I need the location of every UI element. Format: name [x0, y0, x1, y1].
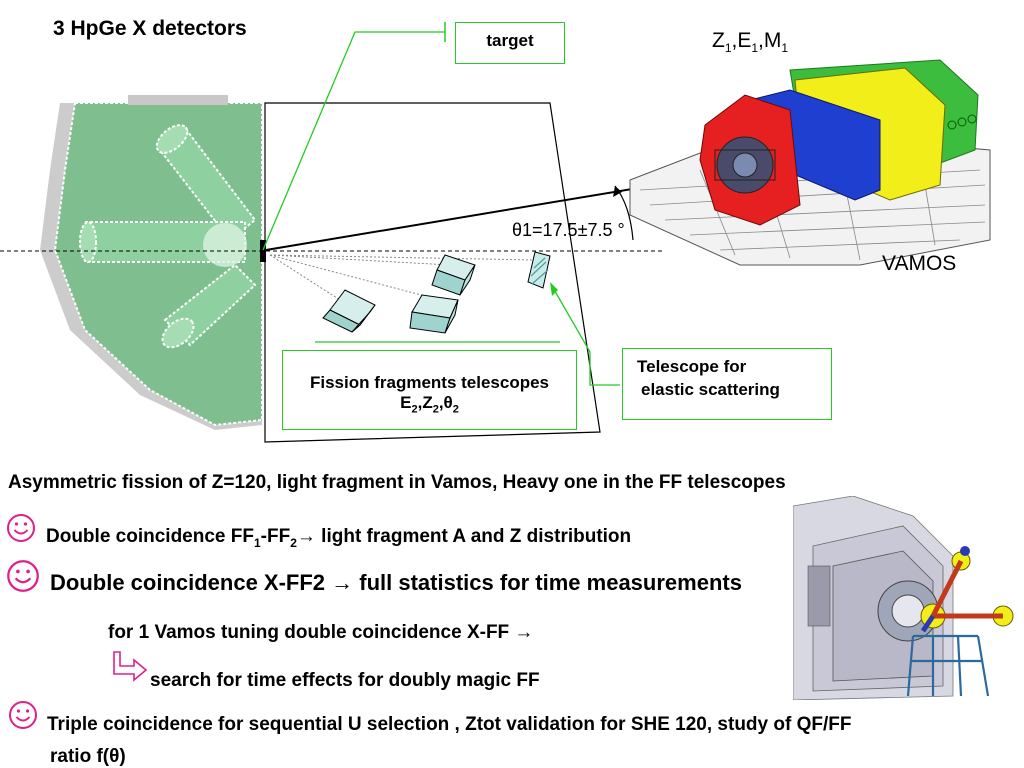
setup-3d-render [793, 496, 1021, 700]
ff-telescope-1 [322, 289, 376, 333]
item2-sub-text: for 1 Vamos tuning double coincidence X-… [108, 622, 534, 643]
ff-telescope-2 [409, 294, 459, 334]
hpge-detector-array [40, 95, 263, 430]
ff-telescopes-box: Fission fragments telescopes E2,Z2,θ2 [282, 350, 577, 430]
vamos-trajectory [265, 185, 651, 251]
intro-text: Asymmetric fission of Z=120, light fragm… [8, 472, 786, 493]
target-label: target [486, 31, 534, 50]
hpge-tube-bottom [161, 263, 257, 349]
ff-telescope-3 [431, 254, 476, 296]
smiley-icon [7, 560, 39, 592]
item1-text: Double coincidence FF1-FF2→ light fragme… [46, 526, 632, 550]
vamos-spectrometer [629, 59, 991, 266]
vamos-label: VAMOS [882, 252, 957, 275]
hpge-tube-top [155, 124, 257, 242]
elastic-telescope [527, 251, 551, 289]
fragment-trajectories [269, 254, 536, 301]
item2-sub2-text: search for time effects for doubly magic… [150, 670, 540, 691]
z1-e1-m1-label: Z1,E1,M1 [712, 29, 789, 56]
item2-text: Double coincidence X-FF2 → full statisti… [50, 570, 742, 595]
smiley-icon [7, 514, 35, 542]
elastic-telescope-box: Telescope for elastic scattering [622, 348, 832, 420]
hollow-arrow-icon [113, 651, 148, 682]
target-foil [260, 240, 266, 262]
ff-telescopes-line2: E2,Z2,θ2 [400, 393, 459, 416]
item3-text: Triple coincidence for sequential U sele… [47, 714, 852, 735]
reaction-chamber [264, 102, 601, 443]
angle-arc-arrowhead [613, 186, 622, 197]
elastic-telescope-line2: elastic scattering [641, 380, 780, 399]
angle-label: θ1=17.5±7.5 ° [512, 220, 625, 240]
item3-cont-text: ratio f(θ) [50, 746, 126, 767]
target-callout-line [262, 31, 445, 251]
setup-diagram [0, 22, 991, 443]
elastic-callout-line [551, 285, 620, 386]
ff-telescopes-line1: Fission fragments telescopes [309, 373, 550, 392]
elastic-telescope-line1: Telescope for [637, 357, 747, 376]
smiley-icon [9, 701, 37, 729]
detectors-title: 3 HpGe X detectors [53, 17, 247, 40]
target-label-box: target [455, 22, 565, 64]
